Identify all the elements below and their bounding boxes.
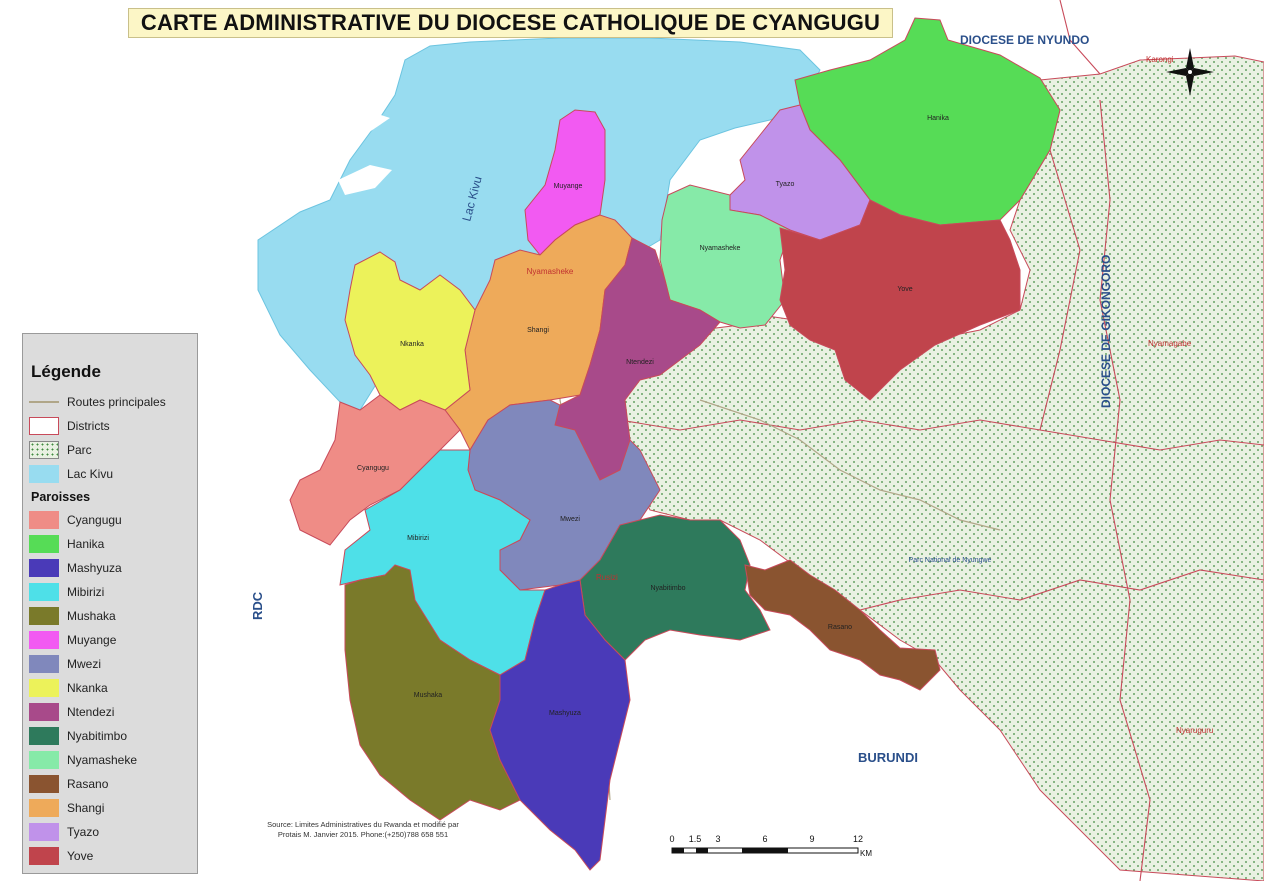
legend-parish-mushaka: Mushaka (29, 606, 116, 626)
legend-parish-nkanka: Nkanka (29, 678, 108, 698)
legend-parish-mibirizi: Mibirizi (29, 582, 104, 602)
legend-parish-nyabitimbo: Nyabitimbo (29, 726, 127, 746)
parish-yove (779, 199, 1021, 401)
legend-heading: Légende (31, 362, 101, 381)
label-mashyuza: Mashyuza (549, 710, 581, 717)
label-hanika: Hanika (927, 115, 949, 122)
legend-item-districts: Districts (29, 416, 110, 436)
town-nyaruguru: Nyaruguru (1176, 726, 1213, 735)
label-nkanka: Nkanka (400, 341, 424, 348)
label-nyamasheke: Nyamasheke (700, 245, 741, 252)
compass-rose-icon (1166, 48, 1214, 96)
source-line-1: Source: Limites Administratives du Rwand… (267, 820, 459, 829)
label-yove: Yove (897, 286, 912, 293)
label-diocese-gikongoro: DIOCESE DE GIKONGORO (1099, 255, 1113, 408)
label-cyangugu: Cyangugu (357, 465, 389, 472)
scale-tick-4: 9 (809, 834, 814, 844)
label-muyange: Muyange (554, 183, 583, 190)
label-rdc: RDC (250, 591, 265, 620)
label-ntendezi: Ntendezi (626, 359, 654, 366)
lake-inlet (338, 165, 392, 195)
legend-parish-shangi: Shangi (29, 798, 104, 818)
lake-inlet (288, 85, 360, 124)
scale-tick-2: 3 (715, 834, 720, 844)
parish-nkanka (344, 251, 476, 411)
legend-item-lake: Lac Kivu (29, 464, 113, 484)
legend-parish-yove: Yove (29, 846, 93, 866)
legend-parish-rasano: Rasano (29, 774, 108, 794)
scale-tick-0: 0 (669, 834, 674, 844)
scale-tick-3: 6 (762, 834, 767, 844)
parish-rasano (744, 559, 941, 691)
label-mwezi: Mwezi (560, 516, 580, 523)
parish-mashyuza (489, 579, 631, 871)
legend-item-roads: Routes principales (29, 392, 166, 412)
label-nyabitimbo: Nyabitimbo (650, 585, 685, 592)
legend-parish-hanika: Hanika (29, 534, 104, 554)
scale-bar: 0 1.5 3 6 9 12 KM (669, 834, 872, 858)
label-rasano: Rasano (828, 624, 852, 631)
legend-parish-tyazo: Tyazo (29, 822, 99, 842)
legend-parish-cyangugu: Cyangugu (29, 510, 122, 530)
lake-inlet (340, 112, 390, 135)
source-line-2: Protais M. Janvier 2015. Phone:(+250)788… (277, 830, 449, 839)
district-borders (619, 0, 1264, 881)
source-note: Source: Limites Administratives du Rwand… (238, 820, 488, 840)
label-park: Parc National de Nyungwe (909, 557, 992, 564)
map-title: CARTE ADMINISTRATIVE DU DIOCESE CATHOLIQ… (140, 10, 881, 35)
scale-tick-1: 1.5 (689, 834, 702, 844)
label-mushaka: Mushaka (414, 692, 443, 699)
town-karongi: Karongi (1146, 55, 1174, 64)
town-nyamagabe: Nyamagabe (1148, 339, 1192, 348)
legend-panel: Légende Routes principales Districts Par… (22, 333, 198, 874)
legend-parishes-heading: Paroisses (31, 490, 91, 504)
legend-parish-muyange: Muyange (29, 630, 116, 650)
label-tyazo: Tyazo (776, 181, 795, 188)
legend-parish-nyamasheke: Nyamasheke (29, 750, 137, 770)
town-rusizi: Rusizi (596, 573, 618, 582)
town-nyamasheke: Nyamasheke (527, 267, 574, 276)
scale-tick-5: 12 (853, 834, 863, 844)
label-mibirizi: Mibirizi (407, 535, 429, 542)
legend-parish-mwezi: Mwezi (29, 654, 101, 674)
map-title-box: CARTE ADMINISTRATIVE DU DIOCESE CATHOLIQ… (128, 8, 893, 38)
label-shangi: Shangi (527, 327, 549, 334)
label-burundi: BURUNDI (858, 750, 918, 765)
legend-parish-mashyuza: Mashyuza (29, 558, 122, 578)
scale-unit: KM (860, 849, 872, 858)
legend-parish-ntendezi: Ntendezi (29, 702, 114, 722)
legend-item-park: Parc (29, 440, 92, 460)
label-diocese-nyundo: DIOCESE DE NYUNDO (960, 33, 1089, 47)
